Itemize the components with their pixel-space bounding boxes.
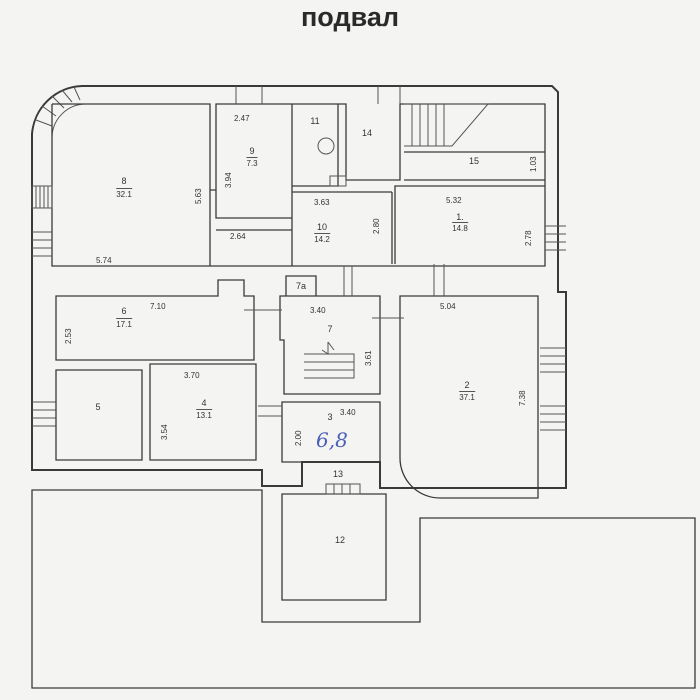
- window-right-2: [540, 347, 566, 373]
- stair-top: [404, 103, 490, 147]
- site-boundary: [31, 489, 696, 689]
- room-4-walls: [149, 363, 257, 461]
- window-right-3: [540, 405, 566, 431]
- window-left-1: [31, 185, 53, 209]
- window-top: [235, 86, 401, 104]
- doors-mid: [244, 264, 445, 417]
- window-left-3: [32, 401, 56, 427]
- window-left-2: [32, 231, 52, 257]
- room-7-walls: [279, 275, 381, 395]
- curved-corner-inner: [51, 103, 87, 139]
- room-2-walls: [399, 295, 539, 499]
- steps-13: [325, 483, 361, 495]
- upper-block-walls: [51, 103, 546, 267]
- building-outline: [31, 85, 567, 489]
- room-3-walls: [281, 401, 381, 486]
- stair-7: [304, 341, 355, 379]
- room-6-walls: [55, 279, 255, 361]
- curved-corner-hatch: [35, 86, 81, 127]
- room-5-walls: [55, 369, 143, 461]
- room-12-walls: [281, 493, 387, 601]
- window-right-1: [545, 225, 566, 251]
- page-title: подвал: [301, 2, 399, 32]
- wc-fixture: [317, 137, 347, 187]
